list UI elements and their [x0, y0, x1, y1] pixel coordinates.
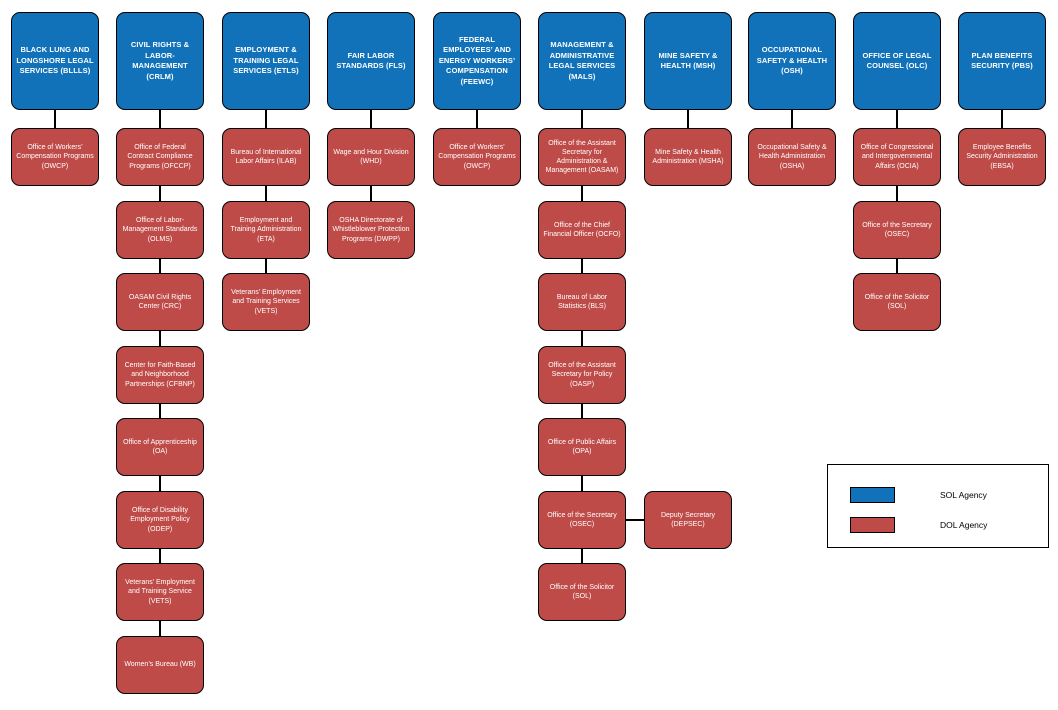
practice-group-mals: MANAGEMENT & ADMINISTRATIVE LEGAL SERVIC… [538, 12, 626, 110]
sol-agency-swatch [850, 487, 895, 503]
agency-whd: Wage and Hour Division (WHD) [327, 128, 415, 186]
agency-ocfo: Office of the Chief Financial Officer (O… [538, 201, 626, 259]
connector-line-depsec [626, 519, 644, 521]
agency-osec-mals: Office of the Secretary (OSEC) [538, 491, 626, 549]
agency-odep: Office of Disability Employment Policy (… [116, 491, 204, 549]
agency-vets-crlm: Veterans’ Employment and Training Servic… [116, 563, 204, 621]
agency-cfbnp: Center for Faith-Based and Neighborhood … [116, 346, 204, 404]
agency-crc: OASAM Civil Rights Center (CRC) [116, 273, 204, 331]
legend-row-sol: SOL Agency [850, 487, 987, 503]
practice-group-crlm: CIVIL RIGHTS & LABOR-MANAGEMENT (CRLM) [116, 12, 204, 110]
agency-sol-mals: Office of the Solicitor (SOL) [538, 563, 626, 621]
agency-sol-olc: Office of the Solicitor (SOL) [853, 273, 941, 331]
practice-group-olc: OFFICE OF LEGAL COUNSEL (OLC) [853, 12, 941, 110]
practice-group-pbs: PLAN BENEFITS SECURITY (PBS) [958, 12, 1046, 110]
connector-line [581, 110, 583, 563]
agency-ocia: Office of Congressional and Intergovernm… [853, 128, 941, 186]
practice-group-fls: FAIR LABOR STANDARDS (FLS) [327, 12, 415, 110]
connector-line [896, 110, 898, 273]
connector-line [1001, 110, 1003, 128]
connector-line [54, 110, 56, 128]
agency-ilab: Bureau of International Labor Affairs (I… [222, 128, 310, 186]
agency-osha: Occupational Safety & Health Administrat… [748, 128, 836, 186]
agency-msha: Mine Safety & Health Administration (MSH… [644, 128, 732, 186]
agency-opa: Office of Public Affairs (OPA) [538, 418, 626, 476]
agency-eta: Employment and Training Administration (… [222, 201, 310, 259]
agency-bls: Bureau of Labor Statistics (BLS) [538, 273, 626, 331]
agency-oasp: Office of the Assistant Secretary for Po… [538, 346, 626, 404]
agency-owcp-feewc: Office of Workers’ Compensation Programs… [433, 128, 521, 186]
practice-group-bllls: BLACK LUNG AND LONGSHORE LEGAL SERVICES … [11, 12, 99, 110]
legend-row-dol: DOL Agency [850, 517, 987, 533]
agency-owcp-bllls: Office of Workers’ Compensation Programs… [11, 128, 99, 186]
agency-olms: Office of Labor-Management Standards (OL… [116, 201, 204, 259]
connector-line [476, 110, 478, 128]
agency-oa: Office of Apprenticeship (OA) [116, 418, 204, 476]
agency-ebsa: Employee Benefits Security Administratio… [958, 128, 1046, 186]
agency-vets-etls: Veterans’ Employment and Training Servic… [222, 273, 310, 331]
practice-group-osh: OCCUPATIONAL SAFETY & HEALTH (OSH) [748, 12, 836, 110]
agency-dwpp: OSHA Directorate of Whistleblower Protec… [327, 201, 415, 259]
legend-label-dol: DOL Agency [940, 520, 988, 530]
connector-line [265, 110, 267, 273]
dol-agency-swatch [850, 517, 895, 533]
agency-osec-olc: Office of the Secretary (OSEC) [853, 201, 941, 259]
practice-group-etls: EMPLOYMENT & TRAINING LEGAL SERVICES (ET… [222, 12, 310, 110]
agency-ofccp: Office of Federal Contract Compliance Pr… [116, 128, 204, 186]
legend-label-sol: SOL Agency [940, 490, 987, 500]
connector-line [791, 110, 793, 128]
agency-depsec: Deputy Secretary (DEPSEC) [644, 491, 732, 549]
connector-line [687, 110, 689, 128]
practice-group-msh: MINE SAFETY & HEALTH (MSH) [644, 12, 732, 110]
agency-wb: Women’s Bureau (WB) [116, 636, 204, 694]
legend: SOL Agency DOL Agency [827, 464, 1049, 548]
agency-oasam: Office of the Assistant Secretary for Ad… [538, 128, 626, 186]
practice-group-feewc: FEDERAL EMPLOYEES’ AND ENERGY WORKERS’ C… [433, 12, 521, 110]
